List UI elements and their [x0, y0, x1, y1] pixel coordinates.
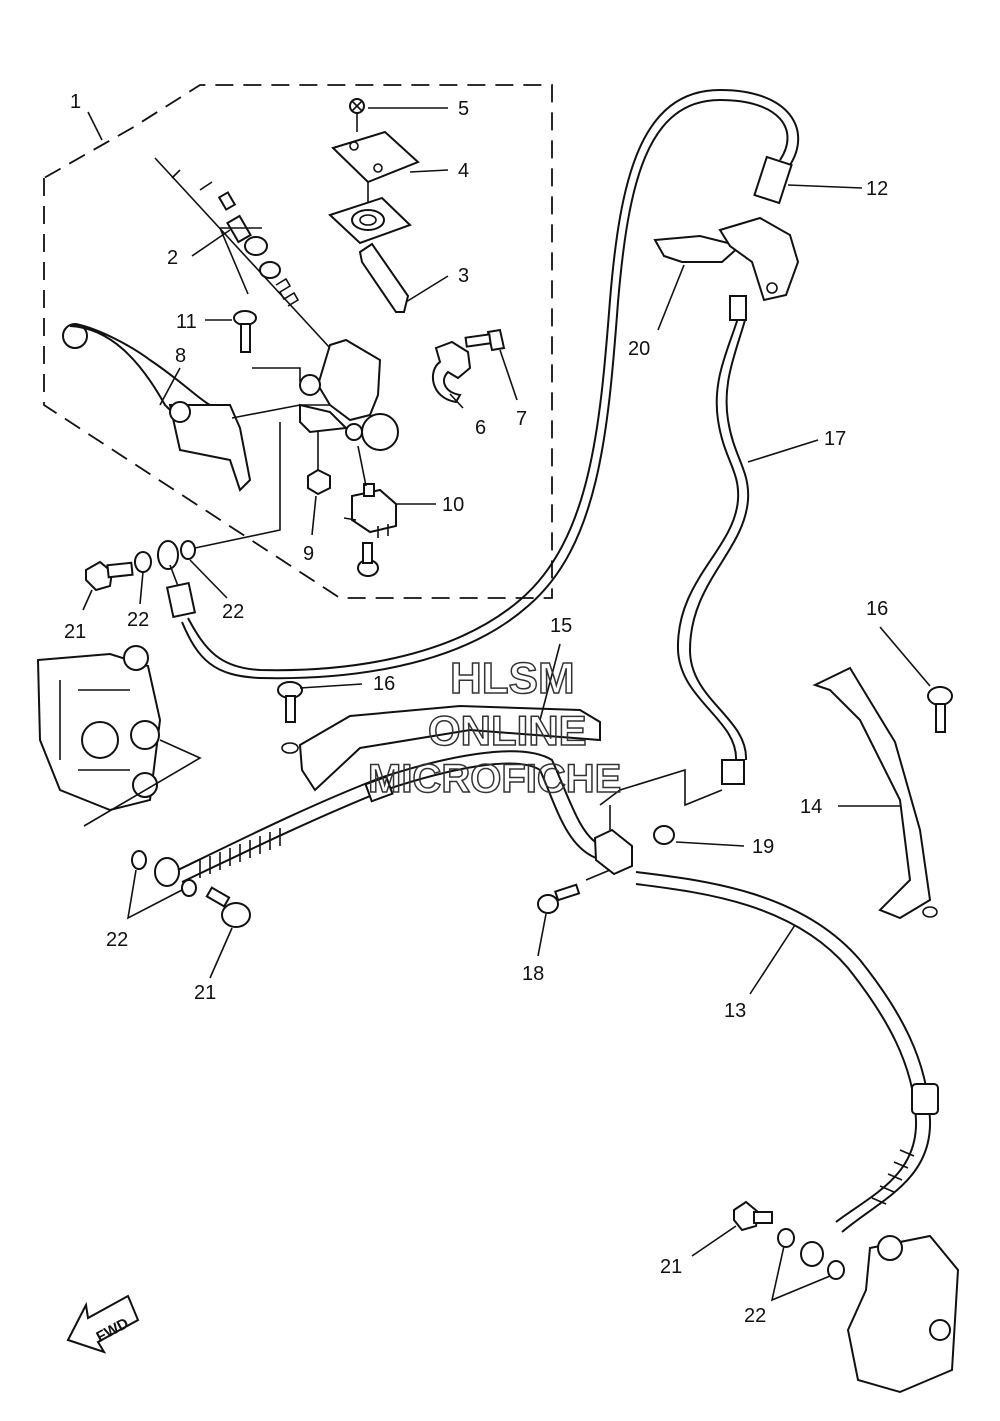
- assembly-boundary: [43, 84, 553, 599]
- callout-19: 19: [752, 836, 774, 858]
- diaphragm-part: [328, 196, 412, 245]
- bolt-part-11: [233, 310, 301, 382]
- watermark-line2: ONLINE: [428, 707, 587, 754]
- callout-16b: 16: [866, 598, 888, 620]
- callout-14: 14: [800, 796, 822, 818]
- left-brake-caliper: [36, 645, 162, 812]
- fitting-part-12: [753, 155, 793, 205]
- reservoir-cap-part-4: [331, 130, 420, 205]
- bolt-part-16b: [922, 686, 953, 918]
- union-bolt-part-21c: [733, 1200, 773, 1232]
- leader-lines: [82, 107, 931, 1302]
- callout-11: 11: [176, 311, 197, 333]
- callout-7: 7: [516, 408, 527, 430]
- washer-part-22b: [180, 540, 196, 560]
- watermark-line1: HLSM: [450, 654, 575, 703]
- callout-22d: 22: [744, 1305, 766, 1327]
- callout-10: 10: [442, 494, 464, 516]
- washer-part-22c: [131, 850, 147, 870]
- watermark-line3: MICROFICHE: [368, 757, 621, 801]
- clip-part-20: [653, 234, 743, 263]
- right-caliper-group: [733, 1200, 960, 1394]
- washer-part-22a: [134, 551, 152, 573]
- callout-22b: 22: [222, 601, 244, 623]
- callout-22a: 22: [127, 609, 149, 631]
- plate-part-3: [358, 242, 410, 313]
- callout-8: 8: [175, 345, 186, 367]
- callout-3: 3: [458, 265, 469, 287]
- watermark: HLSM ONLINE MICROFICHE: [367, 653, 622, 802]
- bracket: [718, 216, 800, 302]
- callout-21b: 21: [194, 982, 216, 1004]
- callout-2: 2: [167, 247, 178, 269]
- callout-13: 13: [724, 1000, 746, 1022]
- callout-18: 18: [522, 963, 544, 985]
- callout-1: 1: [70, 91, 81, 113]
- nut-part-9: [307, 432, 331, 496]
- hose-guard-part-15: [298, 704, 601, 792]
- callout-15: 15: [550, 615, 572, 637]
- hose-ribs: [199, 828, 281, 878]
- brake-lever-part-8: [62, 323, 330, 492]
- leader-line: [194, 422, 281, 549]
- banjo-fitting: [157, 540, 179, 570]
- master-cylinder-body: [299, 338, 399, 451]
- callout-labels: 1 2 5 4 3 11 8 6 7 9 10 12 20 17 15 16 1…: [64, 91, 888, 1327]
- bolt-part-7: [464, 328, 506, 352]
- left-caliper-group: [36, 540, 251, 928]
- brake-switch-part-10: [343, 445, 397, 538]
- callout-12: 12: [866, 178, 888, 200]
- right-brake-caliper: [846, 1234, 960, 1394]
- callout-9: 9: [303, 543, 314, 565]
- brake-hose-upper-loop: [187, 88, 800, 672]
- brake-hose-part-13: [635, 871, 932, 1233]
- callout-6: 6: [475, 417, 486, 439]
- callout-21c: 21: [660, 1256, 682, 1278]
- callout-17: 17: [824, 428, 846, 450]
- brake-joint: [537, 768, 723, 914]
- holder-part-6: [432, 340, 472, 404]
- screw-part-5: [349, 98, 365, 132]
- brake-pipe-part-17: [676, 317, 740, 761]
- washer-part-22f: [827, 1260, 845, 1280]
- forward-arrow-icon: FWD: [66, 1294, 140, 1354]
- bolt-part-16a: [277, 681, 303, 754]
- callout-5: 5: [458, 98, 469, 120]
- union-bolt-part-21b: [205, 886, 251, 928]
- brake-hose-main: [177, 750, 601, 871]
- callout-4: 4: [458, 160, 469, 182]
- master-cylinder-group: [62, 98, 506, 577]
- washer-part-22e: [777, 1228, 795, 1248]
- union-bolt-part-21a: [85, 560, 134, 592]
- bolt-part-18: [537, 894, 559, 914]
- callout-16a: 16: [373, 673, 395, 695]
- piston-kit-part-2: [154, 157, 331, 349]
- hose-guard-part-14: [812, 666, 932, 920]
- nut-part-19: [653, 825, 675, 845]
- upper-right-fittings: [653, 155, 800, 302]
- washer-part-22d: [181, 879, 197, 897]
- switch-screw: [357, 542, 379, 577]
- callout-22c: 22: [106, 929, 128, 951]
- callout-21a: 21: [64, 621, 86, 643]
- callout-20: 20: [628, 338, 650, 360]
